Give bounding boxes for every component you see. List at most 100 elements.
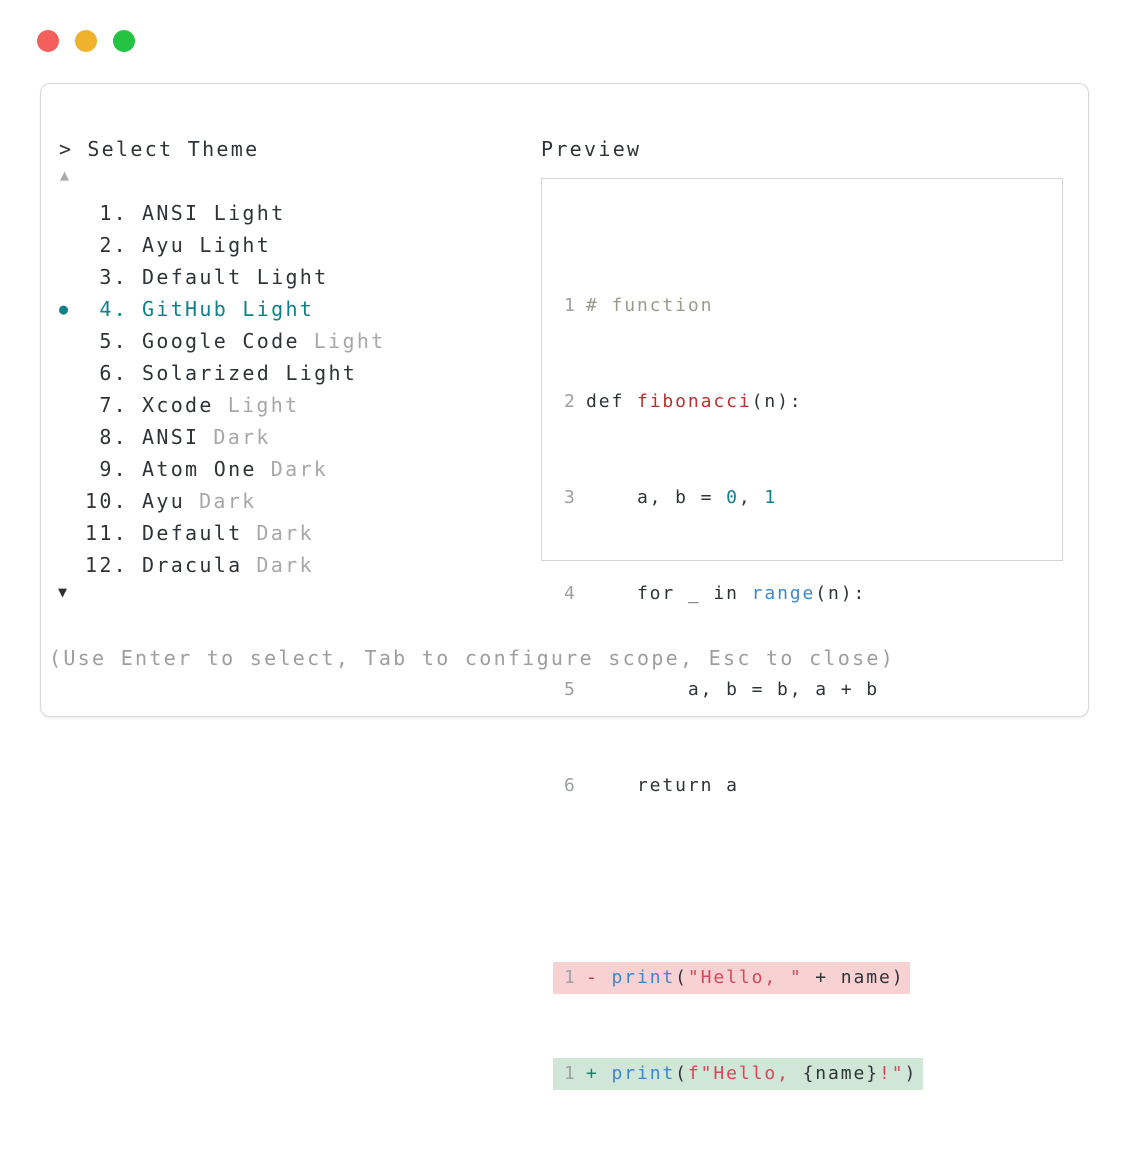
theme-name: Default Light <box>142 265 329 289</box>
theme-number: 2. <box>85 233 129 257</box>
code-builtin: print <box>611 1063 676 1084</box>
theme-number: 12. <box>85 553 129 577</box>
theme-name: ANSI <box>142 425 200 449</box>
theme-list-item-default-light[interactable]: 3. Default Light <box>59 261 386 293</box>
theme-picker-window: > Select Theme ▲ 1. ANSI Light 2. Ayu Light… <box>40 83 1089 1090</box>
theme-list-item-default-dark[interactable]: 11. Default Dark <box>59 517 386 549</box>
code-number-literal: 1 <box>764 487 778 508</box>
theme-name: ANSI Light <box>142 201 286 225</box>
theme-name: GitHub Light <box>142 297 315 321</box>
theme-number: 4. <box>85 297 129 321</box>
zoom-button[interactable] <box>113 30 135 52</box>
prompt-title: Select Theme <box>87 137 260 161</box>
code-function-name: fibonacci <box>636 391 752 412</box>
theme-list-item-dracula[interactable]: 12. Dracula Dark <box>59 549 386 581</box>
diff-removed-line: 1- print("Hello, " + name) <box>553 962 1062 994</box>
code-string: "Hello, " <box>687 967 803 988</box>
theme-list-item-ansi-light[interactable]: 1. ANSI Light <box>59 197 386 229</box>
code-line: 2 def fibonacci(n): <box>564 386 1062 418</box>
line-number: 1 <box>564 967 577 988</box>
close-button[interactable] <box>37 30 59 52</box>
line-number: 3 <box>564 487 577 508</box>
code-line: 1 # function <box>564 290 1062 322</box>
line-number: 5 <box>564 679 577 700</box>
theme-number: 10. <box>85 489 129 513</box>
window-controls <box>37 30 135 52</box>
scroll-up-icon[interactable]: ▲ <box>60 166 70 184</box>
theme-list-item-github-light[interactable]: ● 4. GitHub Light <box>59 293 386 325</box>
theme-number: 8. <box>85 425 129 449</box>
code-text: , <box>738 487 765 508</box>
line-number: 6 <box>564 775 577 796</box>
line-number: 4 <box>564 583 577 604</box>
code-text: (n): <box>815 583 867 604</box>
code-text: + name) <box>802 967 905 988</box>
code-comment: # function <box>586 295 714 316</box>
code-text: for _ in <box>586 583 752 604</box>
code-text: a, b = <box>586 487 727 508</box>
code-string: !" <box>878 1063 905 1084</box>
theme-number: 6. <box>85 361 129 385</box>
minimize-button[interactable] <box>75 30 97 52</box>
code-line: 5 a, b = b, a + b <box>564 674 1062 706</box>
code-string: f"Hello, <box>687 1063 803 1084</box>
theme-list-item-atom-one[interactable]: 9. Atom One Dark <box>59 453 386 485</box>
code-line: 4 for _ in range(n): <box>564 578 1062 610</box>
code-text: a, b = b, a + b <box>586 679 879 700</box>
theme-name: Ayu <box>142 489 186 513</box>
theme-number: 3. <box>85 265 129 289</box>
code-keyword: def <box>586 391 637 412</box>
theme-list-item-ayu-dark[interactable]: 10. Ayu Dark <box>59 485 386 517</box>
theme-number: 1. <box>85 201 129 225</box>
preview-label: Preview <box>541 137 642 161</box>
line-number: 2 <box>564 391 577 412</box>
code-text: return a <box>586 775 739 796</box>
scroll-down-icon[interactable]: ▼ <box>58 583 68 601</box>
diff-plus-sign: + <box>586 1063 612 1084</box>
diff-minus-sign: - <box>586 967 612 988</box>
code-number-literal: 0 <box>726 487 739 508</box>
blank-line <box>564 866 1062 898</box>
theme-name: Dracula <box>142 553 243 577</box>
theme-variant-dim: Light <box>227 393 300 417</box>
theme-name: Xcode <box>142 393 214 417</box>
theme-name: Ayu Light <box>142 233 272 257</box>
theme-list: 1. ANSI Light 2. Ayu Light 3. Default Light… <box>59 197 386 581</box>
code-builtin: print <box>611 967 676 988</box>
line-number: 1 <box>564 1063 577 1084</box>
theme-number: 7. <box>85 393 129 417</box>
code-text: ( <box>675 1063 688 1084</box>
select-theme-prompt: > Select Theme <box>59 134 259 164</box>
theme-name: Solarized Light <box>142 361 358 385</box>
theme-variant-dim: Dark <box>199 489 257 513</box>
code-text: ( <box>675 967 688 988</box>
theme-variant-dim: Dark <box>256 553 314 577</box>
theme-variant-dim: Dark <box>213 425 271 449</box>
line-number: 1 <box>564 295 577 316</box>
theme-list-item-ansi-dark[interactable]: 8. ANSI Dark <box>59 421 386 453</box>
code-line: 6 return a <box>564 770 1062 802</box>
selected-indicator-icon: ● <box>59 300 69 318</box>
theme-name: Google Code <box>142 329 300 353</box>
theme-list-item-solarized-light[interactable]: 6. Solarized Light <box>59 357 386 389</box>
theme-list-item-ayu-light[interactable]: 2. Ayu Light <box>59 229 386 261</box>
prompt-caret: > <box>59 137 74 161</box>
keyboard-hint: (Use Enter to select, Tab to configure s… <box>49 646 896 670</box>
code-text: ) <box>904 1063 918 1084</box>
theme-name: Atom One <box>142 457 257 481</box>
theme-list-item-google-code[interactable]: 5. Google Code Light <box>59 325 386 357</box>
code-line: 3 a, b = 0, 1 <box>564 482 1062 514</box>
theme-number: 5. <box>85 329 129 353</box>
theme-variant-dim: Dark <box>270 457 329 481</box>
code-builtin: range <box>751 583 816 604</box>
theme-list-item-xcode[interactable]: 7. Xcode Light <box>59 389 386 421</box>
code-interpolation: {name} <box>802 1063 879 1084</box>
theme-number: 11. <box>85 521 129 545</box>
theme-variant-dim: Light <box>313 329 386 353</box>
theme-variant-dim: Dark <box>256 521 314 545</box>
theme-number: 9. <box>85 457 129 481</box>
code-text: (n): <box>751 391 803 412</box>
theme-name: Default <box>142 521 243 545</box>
diff-added-line: 1 + print(f"Hello, {name}!") <box>553 1058 1062 1090</box>
